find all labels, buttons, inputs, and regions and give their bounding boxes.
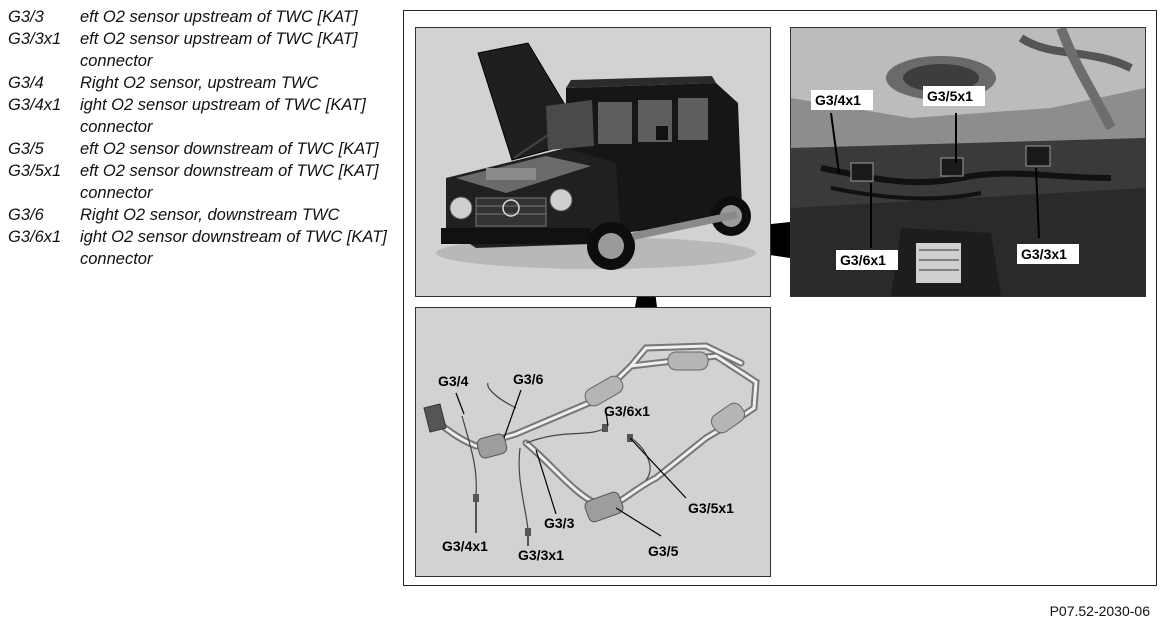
underbody-photo-panel: G3/4x1 G3/5x1 G3/6x1 G3/3x1 — [790, 27, 1146, 297]
figure-frame: G3/4x1 G3/5x1 G3/6x1 G3/3x1 — [403, 10, 1157, 586]
legend-code: G3/4 — [8, 74, 44, 92]
legend-row: G3/5x1 eft O2 sensor downstream of TWC [… — [8, 160, 388, 204]
legend-code: G3/5x1 — [8, 162, 62, 180]
callout-g36x1: G3/6x1 — [604, 403, 650, 419]
callout-g33x1: G3/3x1 — [1021, 246, 1067, 262]
callout-g33x1: G3/3x1 — [518, 547, 564, 563]
exhaust-diagram: G3/4 G3/6 G3/6x1 G3/5x1 G3/3 G3/4x1 G3/3… — [416, 308, 770, 576]
legend-description: eft O2 sensor upstream of TWC [KAT] — [80, 8, 358, 26]
callout-g36: G3/6 — [513, 371, 544, 387]
legend-description: eft O2 sensor downstream of TWC [KAT] co… — [80, 162, 379, 202]
exhaust-diagram-panel: G3/4 G3/6 G3/6x1 G3/5x1 G3/3 G3/4x1 G3/3… — [415, 307, 771, 577]
legend-code: G3/3 — [8, 8, 44, 26]
legend-description: Right O2 sensor, downstream TWC — [80, 206, 340, 224]
legend-row: G3/5 eft O2 sensor downstream of TWC [KA… — [8, 138, 388, 160]
legend-row: G3/4 Right O2 sensor, upstream TWC — [8, 72, 388, 94]
legend-row: G3/6 Right O2 sensor, downstream TWC — [8, 204, 388, 226]
legend-description: eft O2 sensor downstream of TWC [KAT] — [80, 140, 379, 158]
legend-code: G3/3x1 — [8, 30, 62, 48]
legend-row: G3/3 eft O2 sensor upstream of TWC [KAT] — [8, 6, 388, 28]
vehicle-illustration — [416, 28, 770, 296]
callout-g34: G3/4 — [438, 373, 469, 389]
legend-description: Right O2 sensor, upstream TWC — [80, 74, 319, 92]
callout-g35x1: G3/5x1 — [927, 88, 973, 104]
legend-row: G3/4x1 ight O2 sensor upstream of TWC [K… — [8, 94, 388, 138]
legend-row: G3/6x1 ight O2 sensor downstream of TWC … — [8, 226, 388, 270]
callout-g34x1: G3/4x1 — [442, 538, 488, 554]
callout-g35x1: G3/5x1 — [688, 500, 734, 516]
legend-description: ight O2 sensor upstream of TWC [KAT] con… — [80, 96, 366, 136]
legend-code: G3/4x1 — [8, 96, 62, 114]
vehicle-panel — [415, 27, 771, 297]
legend-description: eft O2 sensor upstream of TWC [KAT] conn… — [80, 30, 358, 70]
callout-g33: G3/3 — [544, 515, 575, 531]
underbody-photo: G3/4x1 G3/5x1 G3/6x1 G3/3x1 — [791, 28, 1145, 296]
legend-description: ight O2 sensor downstream of TWC [KAT] c… — [80, 228, 387, 268]
callout-g35: G3/5 — [648, 543, 679, 559]
legend-list: G3/3 eft O2 sensor upstream of TWC [KAT]… — [8, 6, 388, 270]
callout-g34x1: G3/4x1 — [815, 92, 861, 108]
callout-g36x1: G3/6x1 — [840, 252, 886, 268]
figure-id: P07.52-2030-06 — [1049, 603, 1150, 619]
legend-code: G3/6 — [8, 206, 44, 224]
legend-code: G3/5 — [8, 140, 44, 158]
legend-code: G3/6x1 — [8, 228, 62, 246]
legend-row: G3/3x1 eft O2 sensor upstream of TWC [KA… — [8, 28, 388, 72]
